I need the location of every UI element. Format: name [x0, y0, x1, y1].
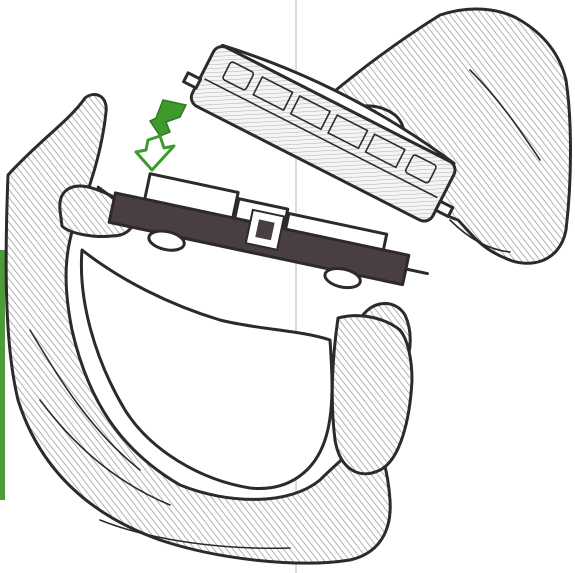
edge-strip: [0, 250, 5, 500]
